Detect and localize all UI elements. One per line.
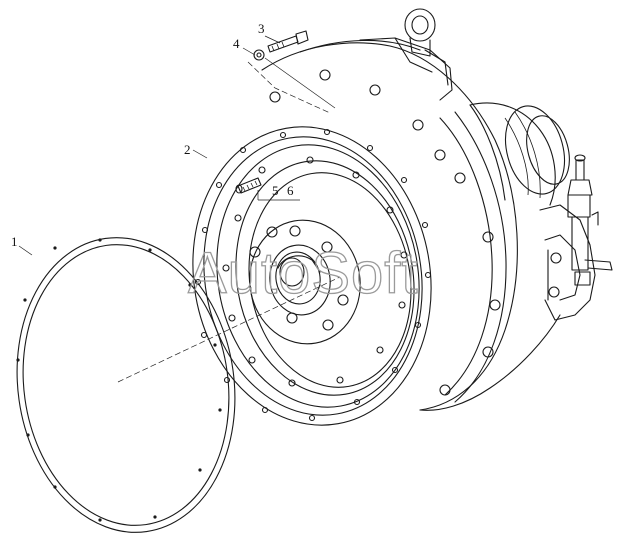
- stud: [235, 177, 262, 194]
- callout-6: 6: [287, 183, 294, 198]
- callout-3: 3: [258, 21, 265, 36]
- housing: [261, 8, 613, 411]
- gasket: [16, 237, 236, 533]
- watermark-text: AutoSoft: [188, 241, 418, 306]
- callout-5: 5: [272, 183, 279, 198]
- cover-rim-holes: [194, 128, 432, 422]
- callout-labels: 1 2 3 4 5 6: [11, 21, 294, 249]
- callout-4: 4: [233, 36, 240, 51]
- plate-holes: [222, 156, 408, 387]
- callout-2: 2: [184, 142, 191, 157]
- hub-bolts: [249, 225, 349, 331]
- callout-1: 1: [11, 234, 18, 249]
- housing-bolts: [269, 69, 501, 396]
- bolt-and-washer: [253, 30, 309, 61]
- gasket-holes: [16, 238, 222, 522]
- leader-lines: [18, 35, 341, 383]
- flywheel-cover: [192, 126, 432, 426]
